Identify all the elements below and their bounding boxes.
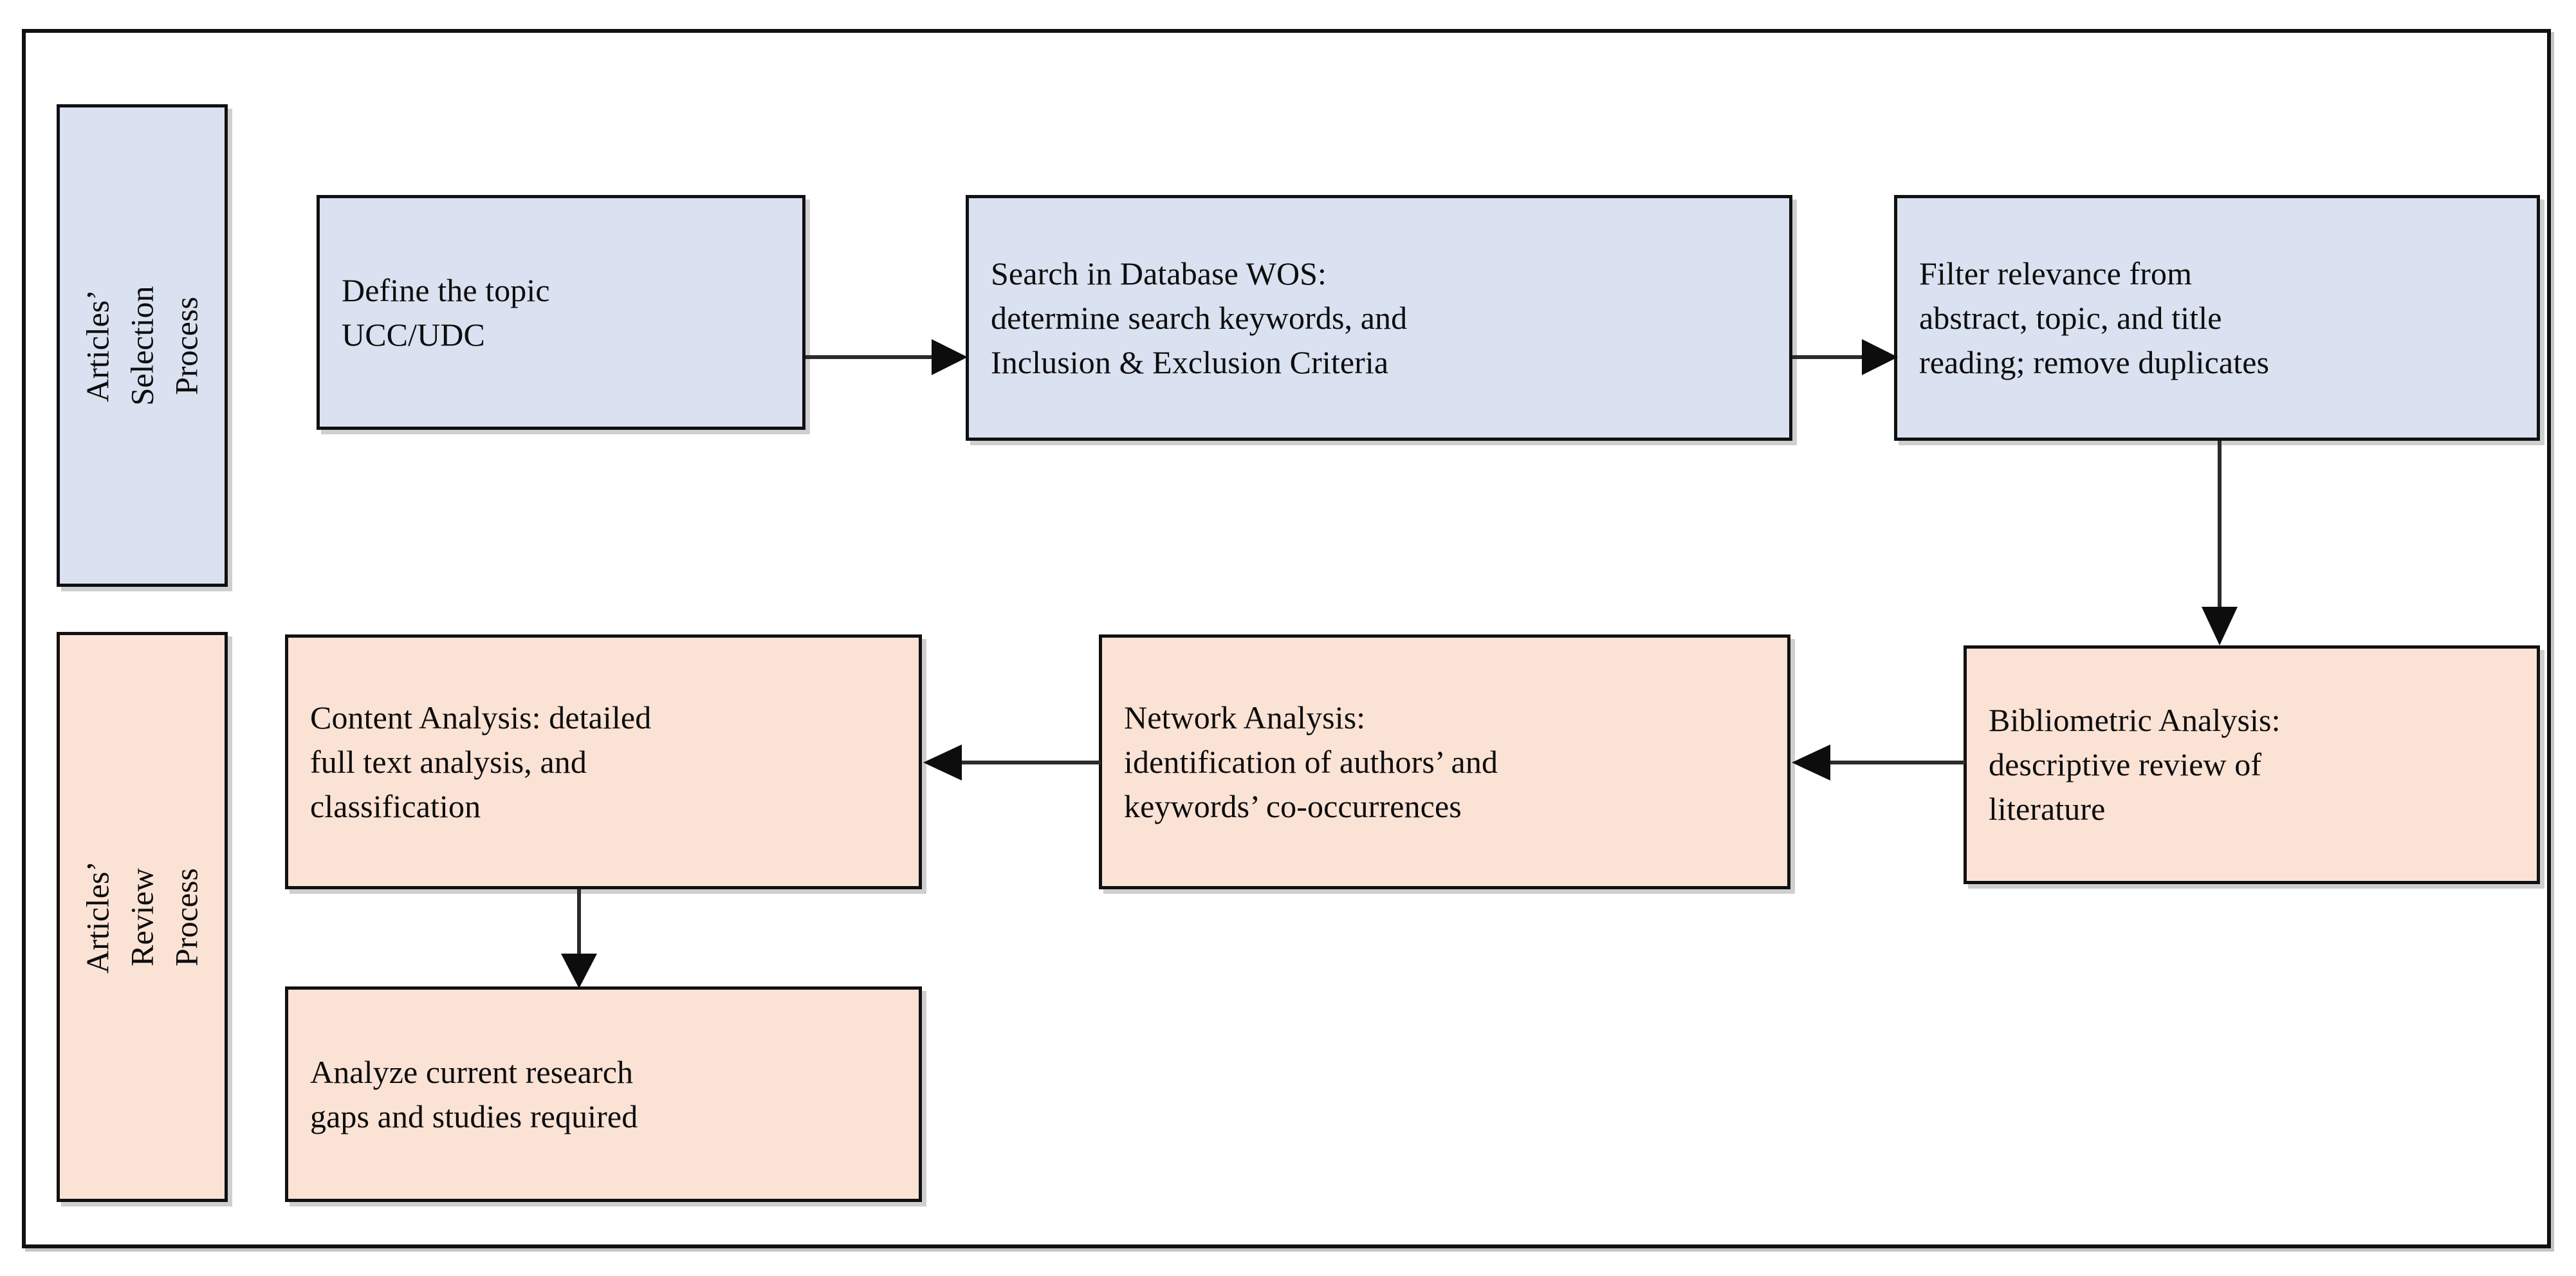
edge-search-database-to-filter-relevance [1792, 331, 1898, 383]
node-filter-relevance[interactable]: Filter relevance from abstract, topic, a… [1894, 195, 2540, 441]
node-bibliometric-analysis-text: Bibliometric Analysis: descriptive revie… [1989, 702, 2281, 827]
lane-label-selection-text: Articles’ Selection Process [79, 285, 205, 406]
edge-content-analysis-to-research-gaps [553, 889, 605, 990]
lane-label-selection: Articles’ Selection Process [57, 104, 228, 587]
node-define-topic[interactable]: Define the topic UCC/UDC [317, 195, 805, 430]
edge-network-analysis-to-content-analysis [922, 737, 1101, 788]
edge-filter-relevance-to-bibliometric-analysis [2194, 441, 2245, 648]
node-content-analysis-text: Content Analysis: detailed full text ana… [310, 699, 652, 824]
node-research-gaps-text: Analyze current research gaps and studie… [310, 1053, 638, 1134]
node-network-analysis-text: Network Analysis: identification of auth… [1124, 699, 1498, 824]
node-content-analysis[interactable]: Content Analysis: detailed full text ana… [285, 634, 922, 889]
lane-label-review: Articles’ Review Process [57, 632, 228, 1202]
edge-define-topic-to-search-database [805, 331, 968, 383]
node-research-gaps[interactable]: Analyze current research gaps and studie… [285, 986, 922, 1202]
node-network-analysis[interactable]: Network Analysis: identification of auth… [1099, 634, 1790, 889]
edge-bibliometric-analysis-to-network-analysis [1790, 737, 1965, 788]
node-search-database[interactable]: Search in Database WOS: determine search… [966, 195, 1792, 441]
node-filter-relevance-text: Filter relevance from abstract, topic, a… [1919, 255, 2270, 380]
node-bibliometric-analysis[interactable]: Bibliometric Analysis: descriptive revie… [1964, 645, 2540, 884]
lane-label-review-text: Articles’ Review Process [79, 860, 205, 974]
node-search-database-text: Search in Database WOS: determine search… [991, 255, 1408, 380]
node-define-topic-text: Define the topic UCC/UDC [342, 272, 550, 353]
